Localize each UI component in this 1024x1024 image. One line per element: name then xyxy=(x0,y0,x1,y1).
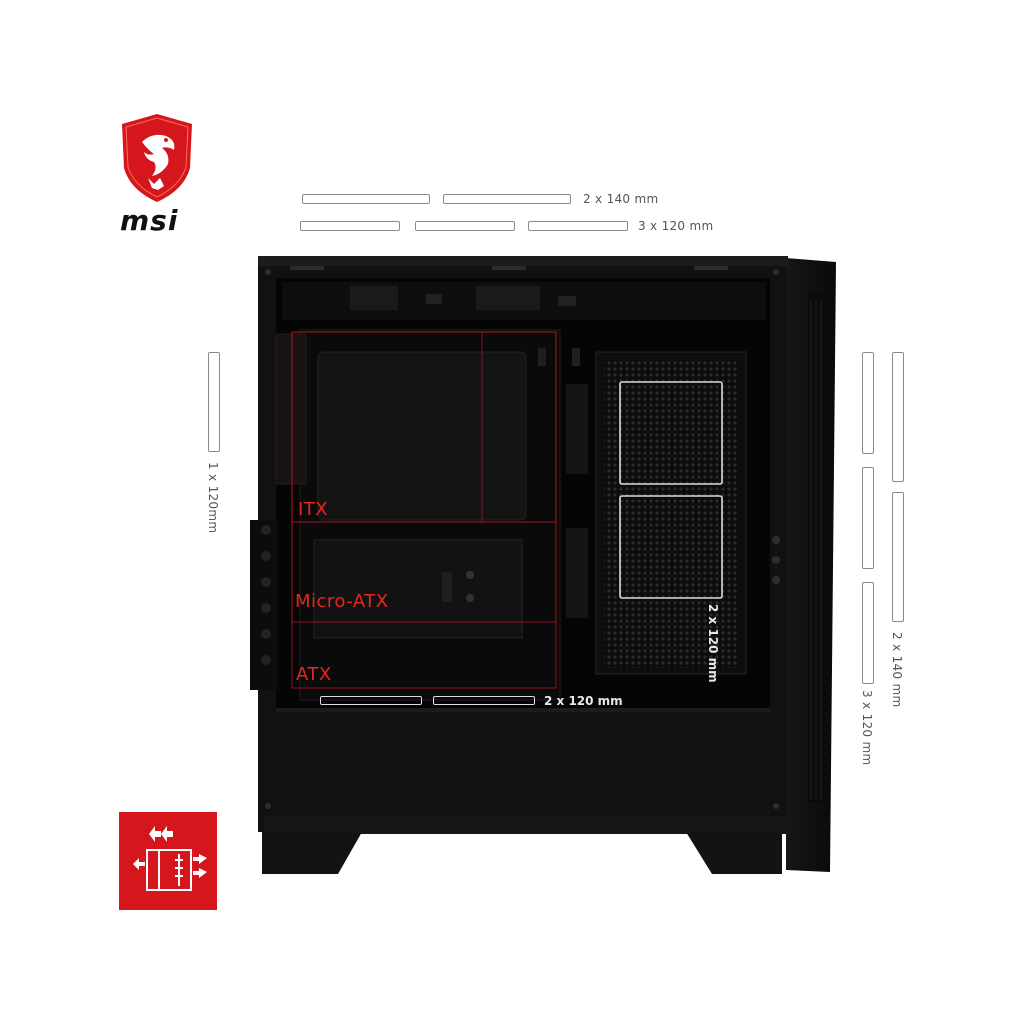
top-fan-120-1 xyxy=(300,221,400,231)
front-fan-120-3 xyxy=(862,582,874,684)
brand-wordmark: msi xyxy=(120,204,179,237)
top-fan-120-3 xyxy=(528,221,628,231)
itx-label: ITX xyxy=(298,499,329,520)
front-fan-140-1 xyxy=(892,352,904,482)
front-140-label: 2 x 140 mm xyxy=(890,632,904,708)
atx-label: ATX xyxy=(296,664,332,685)
airflow-badge xyxy=(119,812,217,910)
top-fan-140-2 xyxy=(443,194,571,204)
front-120-label: 3 x 120 mm xyxy=(860,690,874,766)
rear-fan-120 xyxy=(208,352,220,452)
dragon-shield-icon xyxy=(122,114,192,202)
micro-atx-label: Micro-ATX xyxy=(295,591,389,612)
bottom-fan-120-1 xyxy=(320,696,422,705)
front-fan-120-2 xyxy=(862,467,874,569)
front-fan-120-1 xyxy=(862,352,874,454)
bottom-fan-120-2 xyxy=(433,696,535,705)
rear-120-label: 1 x 120mm xyxy=(206,462,220,534)
hdd-120-label: 2 x 120 mm xyxy=(706,604,720,683)
airflow-icon xyxy=(133,826,207,891)
top-140-label: 2 x 140 mm xyxy=(583,192,659,206)
front-fan-140-2 xyxy=(892,492,904,622)
msi-logo: msi xyxy=(118,112,198,237)
bottom-120-label: 2 x 120 mm xyxy=(544,694,623,708)
top-fan-140-1 xyxy=(302,194,430,204)
top-120-label: 3 x 120 mm xyxy=(638,219,714,233)
top-fan-120-2 xyxy=(415,221,515,231)
